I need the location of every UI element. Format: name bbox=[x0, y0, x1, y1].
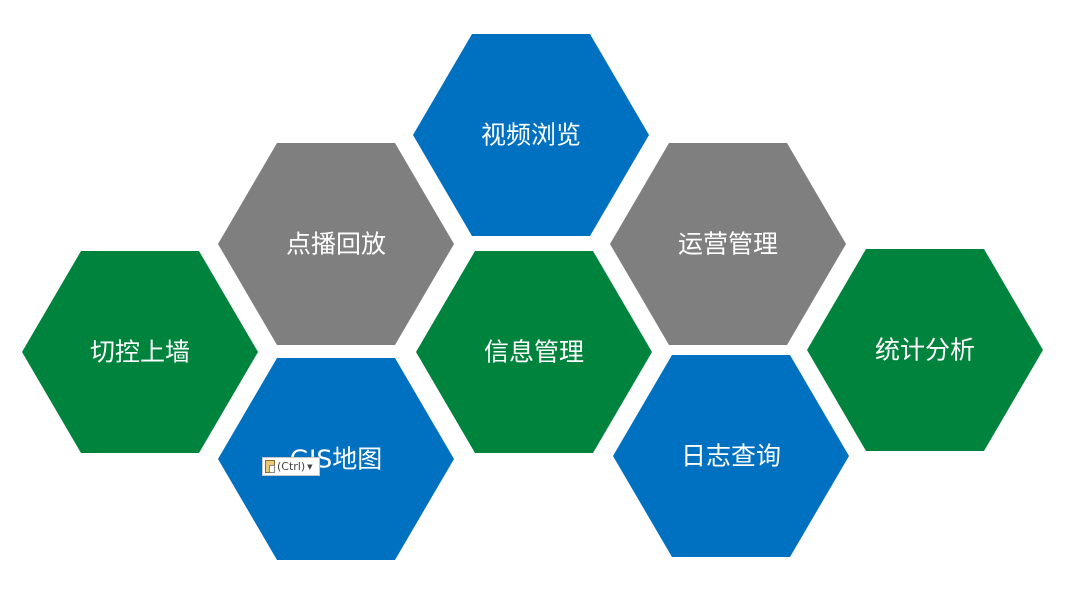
hexagon-shape-info-manage bbox=[416, 251, 652, 453]
hexagon-playback: 点播回放 bbox=[218, 143, 454, 345]
hexagon-label-operations: 运营管理 bbox=[678, 230, 778, 259]
clipboard-icon bbox=[265, 460, 275, 473]
hexagon-shape-video-browse bbox=[413, 34, 649, 236]
hexagon-shape-log-query bbox=[613, 355, 849, 557]
hexagon-switch-wall: 切控上墙 bbox=[22, 251, 258, 453]
hexagon-shape-gis-map bbox=[218, 358, 454, 560]
hexagon-operations: 运营管理 bbox=[610, 143, 846, 345]
hexagon-statistics: 统计分析 bbox=[807, 249, 1043, 451]
hexagon-log-query: 日志查询 bbox=[613, 355, 849, 557]
hexagon-gis-map: GIS地图 bbox=[218, 358, 454, 560]
hexagon-shape-statistics bbox=[807, 249, 1043, 451]
hexagon-info-manage: 信息管理 bbox=[416, 251, 652, 453]
hexagon-shape-operations bbox=[610, 143, 846, 345]
paste-options-button[interactable]: (Ctrl) ▼ bbox=[262, 457, 320, 476]
dropdown-arrow-icon: ▼ bbox=[307, 462, 313, 471]
hexagon-label-log-query: 日志查询 bbox=[681, 442, 781, 471]
hexagon-shape-playback bbox=[218, 143, 454, 345]
hexagon-label-video-browse: 视频浏览 bbox=[481, 121, 581, 150]
hexagon-shape-switch-wall bbox=[22, 251, 258, 453]
hexagon-label-statistics: 统计分析 bbox=[875, 336, 975, 365]
hexagon-video-browse: 视频浏览 bbox=[413, 34, 649, 236]
hexagon-label-switch-wall: 切控上墙 bbox=[90, 338, 190, 367]
hexagon-label-info-manage: 信息管理 bbox=[484, 338, 584, 367]
hexagon-label-playback: 点播回放 bbox=[286, 230, 386, 259]
paste-options-label: (Ctrl) bbox=[277, 460, 306, 473]
